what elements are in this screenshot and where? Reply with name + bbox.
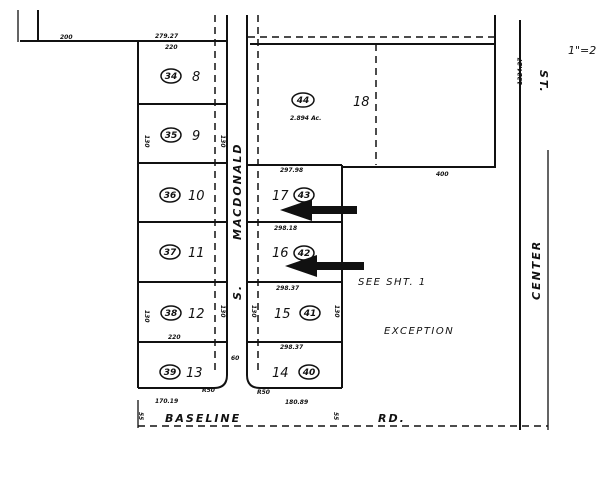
dimension: 170.19 (155, 398, 178, 405)
apn-label: 41 (303, 309, 317, 319)
apn-label: 43 (297, 191, 311, 201)
lot-number: 9 (192, 129, 200, 144)
dimension: 400 (436, 171, 449, 178)
lot-number: 18 (353, 95, 370, 110)
dimension: 298.18 (274, 225, 297, 232)
dimension: 55 (137, 412, 144, 420)
apn-label: 35 (165, 131, 178, 141)
apn-label: 44 (296, 96, 310, 106)
dimension: 130 (219, 135, 226, 148)
see-sheet-note: SEE SHT. 1 (358, 277, 427, 288)
dimension: 297.98 (280, 167, 303, 174)
lot-number: 17 (272, 189, 289, 204)
parcel-area: 2.894 Ac. (290, 115, 321, 122)
street-label-center: CENTER (530, 240, 543, 300)
dimension: 220 (165, 44, 178, 51)
street-suffix-center: ST. (537, 70, 550, 94)
street-label-macdonald: MACDONALD (231, 142, 244, 240)
lot-number: 8 (192, 70, 200, 85)
lot-number: 12 (188, 307, 205, 322)
apn-label: 39 (164, 368, 177, 378)
apn-label: 37 (164, 248, 177, 258)
scale-label: 1"=2 (568, 44, 596, 57)
dimension: 279.27 (155, 33, 179, 40)
dimension: 200 (60, 34, 73, 41)
dimension: 180.89 (285, 399, 308, 406)
lot-number: 13 (186, 366, 203, 381)
dimension: 298.37 (280, 344, 304, 351)
apn-label: 42 (297, 249, 311, 259)
street-abbrev: S. (231, 284, 244, 300)
lot-number: 10 (188, 189, 205, 204)
lot-number: 14 (272, 366, 289, 381)
dimension: 130 (143, 135, 150, 148)
dimension: 130 (250, 305, 257, 318)
apn-circles (159, 68, 321, 380)
arrow-icon (280, 199, 357, 221)
apn-label: 36 (164, 191, 177, 201)
dimension: 60 (231, 355, 239, 362)
dimension: 130 (333, 305, 340, 318)
dimension: 130 (219, 305, 226, 318)
dimension: 220 (168, 334, 181, 341)
street-label-baseline: BASELINE (165, 412, 241, 425)
dimension: R50 (257, 389, 270, 396)
dimension: 1324.27 (517, 57, 524, 85)
apn-label: 38 (165, 309, 178, 319)
dimension: 130 (143, 310, 150, 323)
exception-note: EXCEPTION (384, 326, 454, 337)
dimension: R50 (202, 387, 215, 394)
arrow-icon (285, 255, 364, 277)
dimension: 55 (332, 412, 339, 420)
apn-label: 34 (165, 72, 178, 82)
lot-number: 11 (188, 246, 205, 261)
street-suffix-baseline: RD. (378, 412, 406, 425)
lot-number: 15 (274, 307, 291, 322)
boundary-lines (17, 10, 549, 430)
apn-label: 40 (302, 368, 316, 378)
lot-number: 16 (272, 246, 289, 261)
dimension: 298.37 (276, 285, 300, 292)
